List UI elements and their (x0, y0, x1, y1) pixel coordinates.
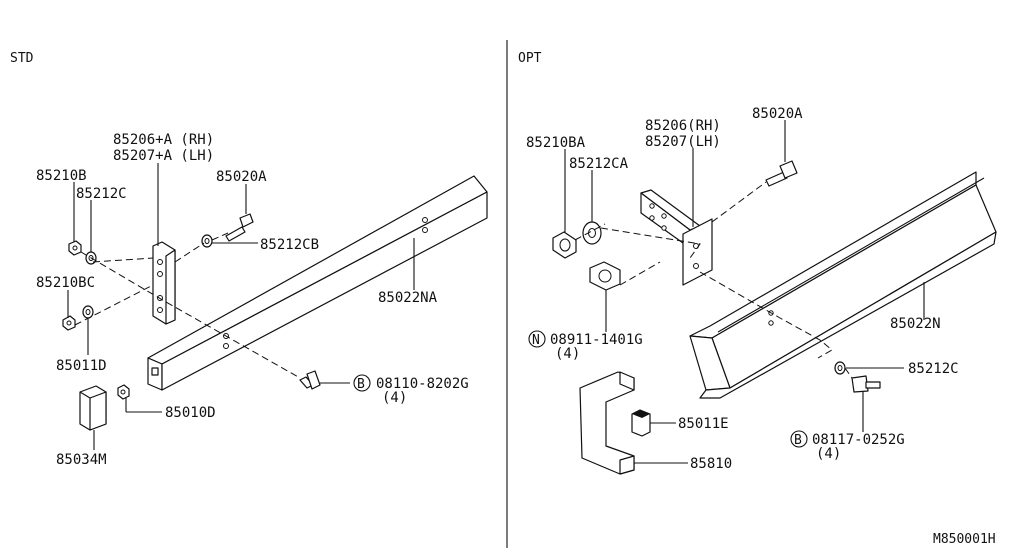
label-85022n: 85022N (890, 316, 941, 332)
label-08117-qty: (4) (816, 446, 841, 462)
label-85810: 85810 (690, 456, 732, 472)
label-85212cb: 85212CB (260, 237, 319, 253)
callout-b-circle-std (353, 374, 371, 392)
label-85011e: 85011E (678, 416, 729, 432)
label-85207a: 85207+A (LH) (113, 148, 214, 164)
opt-section-title: OPT (518, 51, 542, 66)
bolt-08110 (299, 370, 321, 390)
nut-85210bc (62, 315, 76, 331)
label-85210ba: 85210BA (526, 135, 586, 151)
label-08110: 08110-8202G (376, 376, 469, 392)
nut-85210ba (552, 231, 577, 259)
bolt-85020a-opt (765, 160, 798, 187)
guard-85810 (579, 371, 635, 475)
rail-85022n (689, 171, 997, 399)
label-08911: 08911-1401G (550, 332, 643, 348)
nut-08911 (589, 261, 621, 291)
nut-85210b (68, 240, 82, 256)
washer-85212cb (201, 234, 213, 248)
callout-b-letter-opt: B (794, 433, 802, 448)
label-85020a-std: 85020A (216, 169, 267, 185)
callout-n-letter: N (532, 333, 540, 348)
callout-b-circle-opt (790, 430, 808, 448)
washer-85212ca (582, 221, 602, 245)
label-85210bc: 85210BC (36, 275, 95, 291)
cap-85034m (79, 385, 107, 431)
callout-b-letter-std: B (357, 377, 365, 392)
label-85206: 85206(RH) (645, 118, 721, 134)
bracket-85206 (640, 189, 713, 286)
label-85010d: 85010D (165, 405, 216, 421)
diagram-code: M850001H (933, 532, 996, 547)
label-08911-qty: (4) (555, 346, 580, 362)
label-85034m: 85034M (56, 452, 107, 468)
label-85011d: 85011D (56, 358, 107, 374)
nut-85010d (117, 384, 130, 400)
label-85020a-opt: 85020A (752, 106, 803, 122)
std-section-title: STD (10, 51, 34, 66)
callout-n-circle (528, 330, 546, 348)
bolt-85020a-std (225, 213, 254, 242)
washer-85011d (82, 305, 94, 319)
rail-85022na (147, 175, 488, 391)
label-85210b: 85210B (36, 168, 87, 184)
label-85212ca: 85212CA (569, 156, 629, 172)
label-85206a: 85206+A (RH) (113, 132, 214, 148)
spacer-85011e (631, 409, 651, 437)
label-85022na: 85022NA (378, 290, 438, 306)
label-85212c-opt: 85212C (908, 361, 959, 377)
label-08110-qty: (4) (382, 390, 407, 406)
label-85207: 85207(LH) (645, 134, 721, 150)
label-08117: 08117-0252G (812, 432, 905, 448)
bracket-85206a (152, 241, 176, 325)
label-85212c-std: 85212C (76, 186, 127, 202)
washer-85212c-opt (834, 361, 846, 375)
bolt-08117 (851, 375, 881, 393)
